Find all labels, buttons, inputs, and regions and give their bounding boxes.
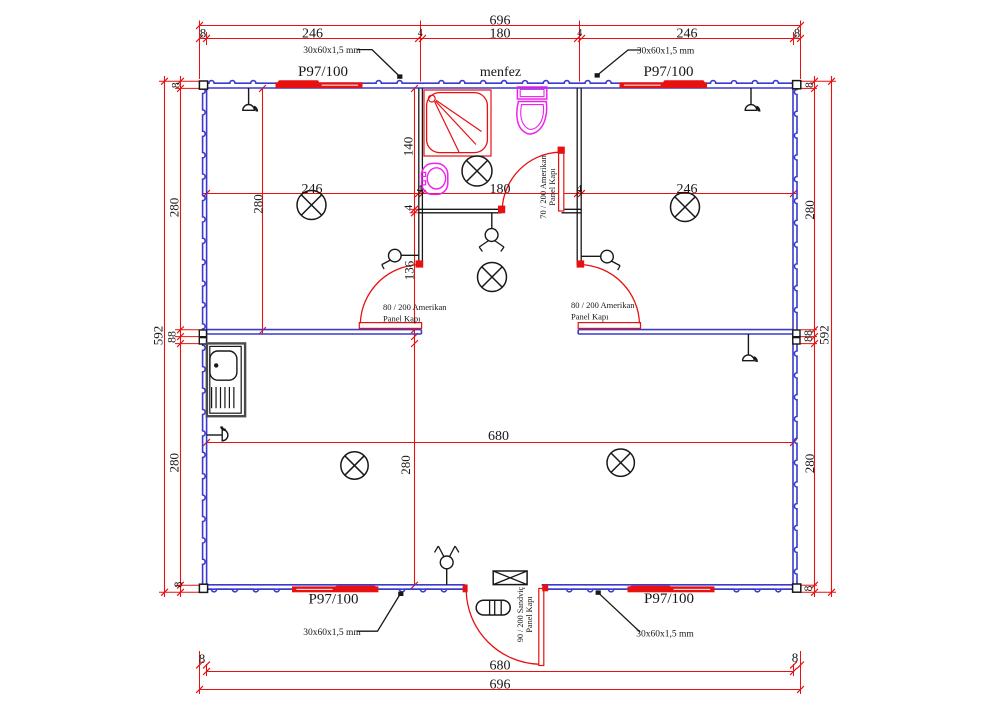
svg-text:280: 280 bbox=[167, 198, 182, 218]
svg-text:280: 280 bbox=[802, 454, 817, 474]
svg-text:592: 592 bbox=[151, 326, 166, 346]
svg-text:Panel Kapı: Panel Kapı bbox=[525, 596, 534, 633]
svg-text:696: 696 bbox=[490, 13, 511, 28]
svg-text:280: 280 bbox=[251, 194, 266, 214]
svg-text:90 / 200 Sandviç: 90 / 200 Sandviç bbox=[516, 587, 525, 643]
svg-text:Panel Kapı: Panel Kapı bbox=[383, 314, 421, 324]
svg-text:8: 8 bbox=[801, 586, 815, 592]
svg-text:8: 8 bbox=[792, 650, 799, 665]
svg-text:P97/100: P97/100 bbox=[298, 64, 348, 80]
svg-text:menfez: menfez bbox=[480, 65, 521, 80]
svg-text:4: 4 bbox=[577, 28, 582, 39]
svg-text:246: 246 bbox=[677, 182, 698, 197]
svg-text:246: 246 bbox=[302, 182, 323, 197]
svg-text:4: 4 bbox=[417, 182, 423, 196]
svg-text:246: 246 bbox=[677, 27, 698, 42]
svg-text:280: 280 bbox=[167, 453, 182, 473]
svg-text:8: 8 bbox=[199, 651, 206, 666]
svg-text:30x60x1,5 mm: 30x60x1,5 mm bbox=[303, 628, 361, 638]
svg-text:280: 280 bbox=[398, 455, 413, 475]
svg-text:P97/100: P97/100 bbox=[643, 64, 693, 80]
svg-text:88: 88 bbox=[165, 331, 179, 343]
svg-text:30x60x1,5 mm: 30x60x1,5 mm bbox=[303, 46, 361, 56]
svg-text:246: 246 bbox=[302, 27, 323, 42]
svg-text:4: 4 bbox=[576, 182, 582, 196]
svg-text:592: 592 bbox=[817, 325, 832, 345]
svg-text:280: 280 bbox=[802, 200, 817, 220]
svg-text:80 / 200 Amerikan: 80 / 200 Amerikan bbox=[571, 300, 635, 310]
svg-text:8: 8 bbox=[802, 82, 816, 88]
svg-text:4: 4 bbox=[401, 205, 415, 211]
svg-text:680: 680 bbox=[488, 429, 509, 444]
svg-text:70 / 200 Amerikan: 70 / 200 Amerikan bbox=[538, 155, 548, 219]
svg-text:180: 180 bbox=[490, 182, 511, 197]
svg-text:140: 140 bbox=[401, 137, 416, 157]
svg-text:136: 136 bbox=[402, 260, 417, 280]
svg-text:180: 180 bbox=[490, 27, 511, 42]
svg-text:8: 8 bbox=[794, 26, 801, 41]
svg-text:30x60x1,5 mm: 30x60x1,5 mm bbox=[636, 629, 694, 639]
svg-text:80 / 200 Amerikan: 80 / 200 Amerikan bbox=[383, 302, 447, 312]
svg-text:Panel Kapı: Panel Kapı bbox=[571, 312, 609, 322]
svg-text:8: 8 bbox=[200, 26, 207, 41]
svg-text:680: 680 bbox=[490, 659, 511, 674]
svg-text:88: 88 bbox=[801, 330, 815, 342]
svg-text:8: 8 bbox=[171, 582, 185, 588]
svg-text:4: 4 bbox=[418, 28, 423, 39]
svg-text:696: 696 bbox=[490, 677, 511, 692]
svg-text:Panel Kapı: Panel Kapı bbox=[547, 168, 557, 206]
svg-text:P97/100: P97/100 bbox=[644, 591, 694, 607]
svg-text:8: 8 bbox=[169, 82, 183, 88]
svg-text:30x60x1,5 mm: 30x60x1,5 mm bbox=[637, 47, 695, 57]
svg-text:P97/100: P97/100 bbox=[308, 592, 358, 608]
